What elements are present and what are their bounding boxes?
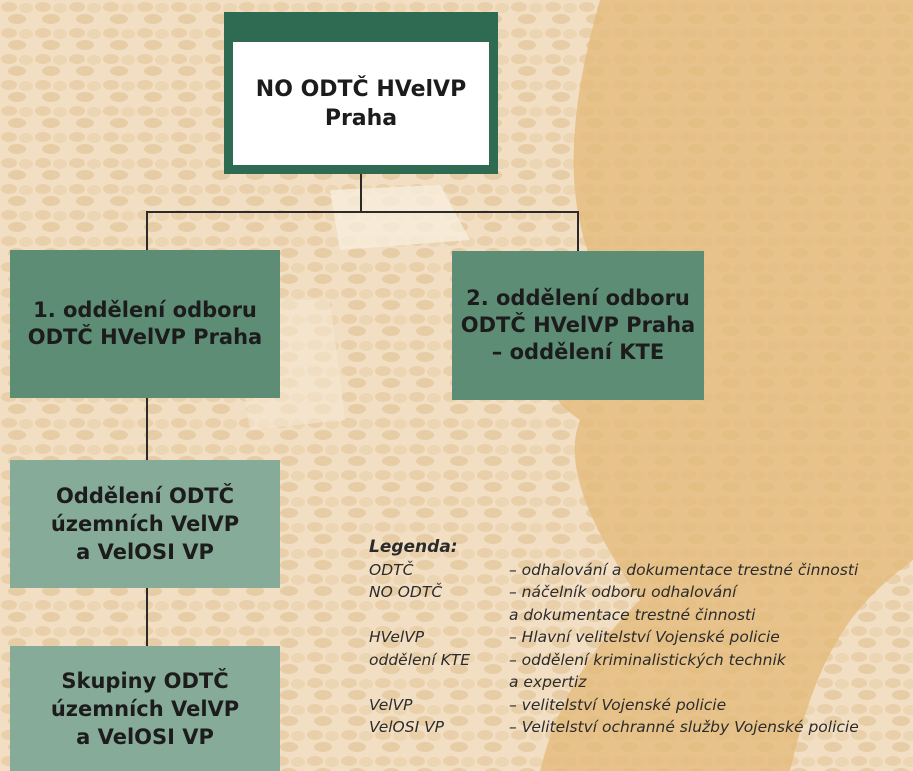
connector-sub1-to-sub2 [146, 588, 148, 647]
node-label: Skupiny ODTČ územních VelVP a VelOSI VP [50, 668, 240, 749]
legend-abbr: ODTČ [369, 560, 414, 579]
node-label: Praha [324, 105, 398, 131]
legend-item: oddělení KTE – oddělení kriminalistickýc… [369, 649, 913, 694]
legend-definition: – oddělení kriminalistických technik a e… [509, 650, 786, 692]
legend-item: HVelVP – Hlavní velitelství Vojenské pol… [369, 626, 913, 649]
legend-item: VelOSI VP – Velitelství ochranné služby … [369, 716, 913, 739]
connector-to-dept1 [146, 211, 148, 251]
node-dept2: 2. oddělení odboru ODTČ HVelVP Praha – o… [452, 251, 704, 400]
connector-top-down [360, 174, 362, 213]
legend-definition: – Hlavní velitelství Vojenské policie [509, 628, 780, 646]
legend-definition: – odhalování a dokumentace trestné činno… [509, 560, 859, 579]
node-sub1: Oddělení ODTČ územních VelVP a VelOSI VP [10, 460, 280, 588]
node-label: NO ODTČ HVelVP [255, 76, 467, 102]
node-label: 1. oddělení odboru ODTČ HVelVP Praha [27, 298, 263, 349]
connector-dept1-to-sub1 [146, 398, 148, 461]
node-label: Oddělení ODTČ územních VelVP a VelOSI VP [50, 484, 240, 564]
node-label: 2. oddělení odboru ODTČ HVelVP Praha – o… [460, 286, 696, 364]
connector-to-dept2 [577, 211, 579, 252]
legend-definition: – náčelník odboru odhalování a dokumenta… [509, 583, 756, 624]
legend-definition: – Velitelství ochranné služby Vojenské p… [509, 718, 859, 736]
legend-definition: – velitelství Vojenské policie [509, 695, 727, 714]
connector-horizontal [146, 211, 579, 213]
legend-abbr: HVelVP [369, 628, 425, 646]
node-no-odtc-hvelvp: NO ODTČ HVelVP Praha [224, 12, 498, 174]
legend-title: Legenda: [369, 537, 458, 557]
legend-item: NO ODTČ – náčelník odboru odhalování a d… [369, 581, 913, 626]
legend-item: VelVP – velitelství Vojenské policie [369, 694, 913, 717]
legend-abbr: oddělení KTE [369, 650, 471, 669]
legend: Legenda: ODTČ – odhalování a dokumentace… [369, 536, 913, 739]
legend-abbr: VelOSI VP [369, 718, 445, 736]
legend-abbr: NO ODTČ [369, 583, 443, 601]
legend-abbr: VelVP [369, 695, 413, 714]
node-dept1: 1. oddělení odboru ODTČ HVelVP Praha [10, 250, 280, 398]
legend-item: ODTČ – odhalování a dokumentace trestné … [369, 559, 913, 582]
node-sub2: Skupiny ODTČ územních VelVP a VelOSI VP [10, 646, 280, 771]
